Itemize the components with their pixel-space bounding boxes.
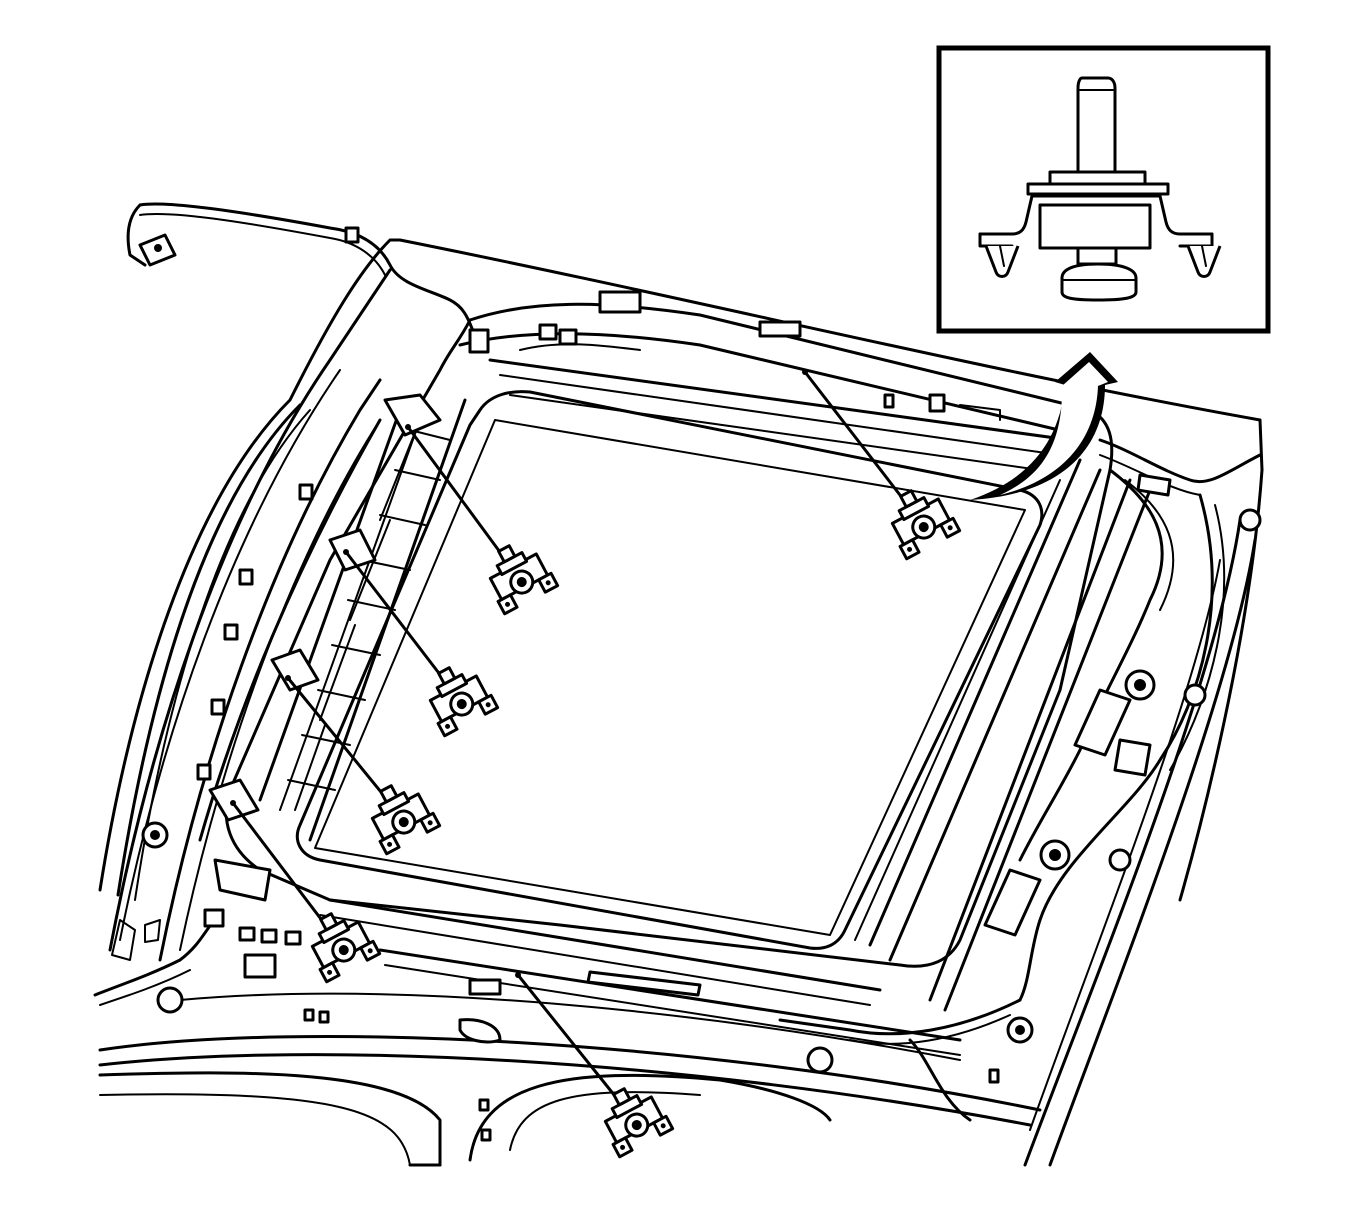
clip-left-3-callout — [285, 675, 442, 856]
mount-point — [802, 369, 808, 375]
mount-point — [343, 549, 349, 555]
retainer-clip — [370, 784, 442, 856]
clip-left-1-callout — [405, 424, 560, 616]
sunroof-motors — [983, 508, 1262, 937]
clip-front-callout — [515, 972, 675, 1159]
leader-line — [286, 676, 392, 805]
retainer-clip — [310, 912, 382, 984]
retainer-clip-detail — [978, 76, 1222, 302]
leader-line — [406, 425, 510, 565]
leader-line — [516, 973, 625, 1108]
sunroof-frame — [208, 290, 1152, 1142]
clip-rear-right-callout — [802, 369, 962, 561]
leader-line — [344, 550, 450, 687]
retainer-clip — [488, 544, 560, 616]
retainer-clip — [428, 666, 500, 738]
retainer-clips — [230, 369, 962, 1159]
left-side-rail — [108, 268, 392, 1014]
retainer-clip — [603, 1087, 675, 1159]
clip-left-2-callout — [343, 549, 500, 738]
mount-point — [230, 800, 236, 806]
callout-arrow — [970, 352, 1118, 500]
wiring-harness — [93, 202, 1262, 1122]
leader-line — [803, 370, 912, 510]
leader-line — [231, 801, 332, 933]
mount-point — [405, 424, 411, 430]
mount-point — [515, 972, 521, 978]
roof-panel — [98, 238, 1264, 1167]
clip-left-4-callout — [230, 800, 382, 984]
inset-detail-box — [936, 45, 1271, 334]
mount-point — [285, 675, 291, 681]
retainer-clip — [890, 489, 962, 561]
